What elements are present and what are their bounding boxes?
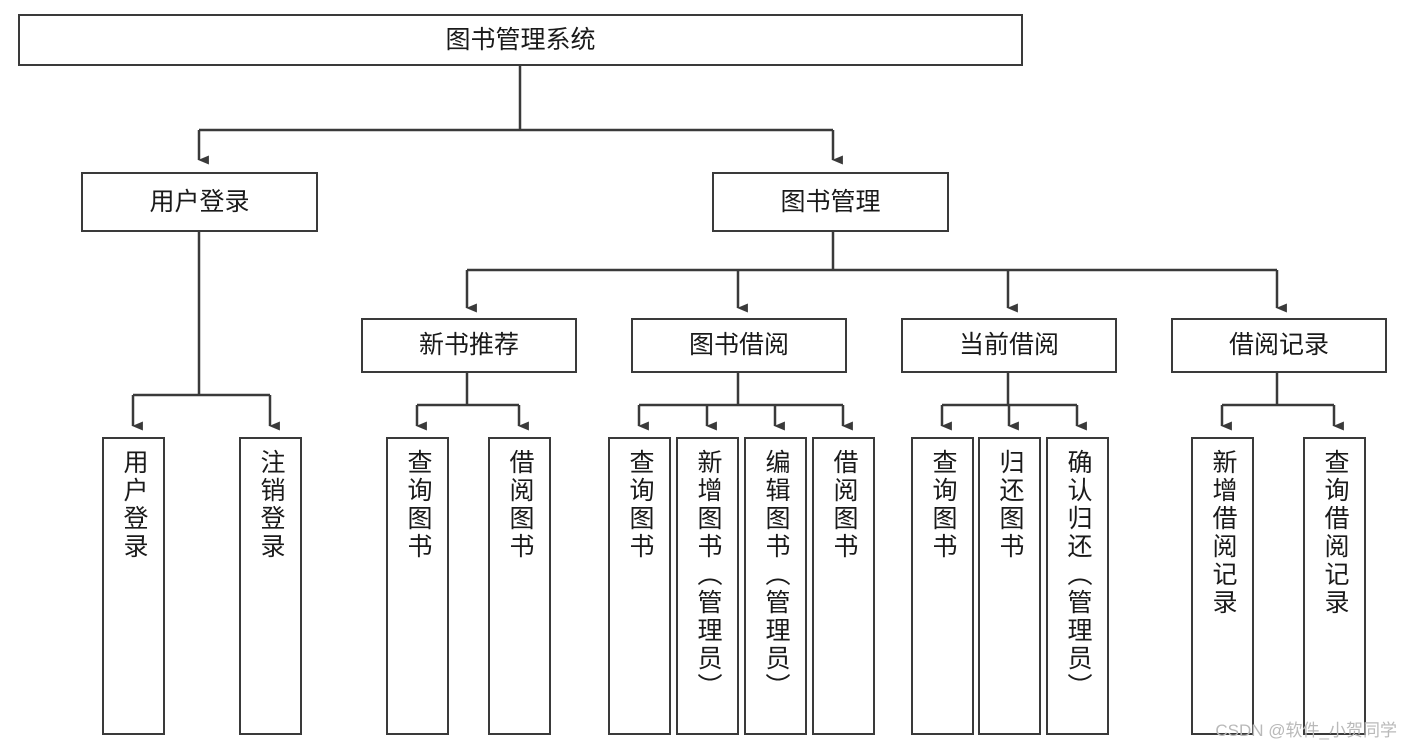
leaf-new-book-borrow[interactable]: 借阅图书 [488,437,551,735]
leaf-user-login-login[interactable]: 用户登录 [102,437,165,735]
node-label: 查询借阅记录 [1321,449,1349,617]
node-new-book-recommend[interactable]: 新书推荐 [361,318,577,373]
node-label: 新书推荐 [418,331,519,360]
node-user-login[interactable]: 用户登录 [81,172,318,232]
node-label: 确认归还（管理员） [1064,449,1092,701]
leaf-current-borrow-confirm-return[interactable]: 确认归还（管理员） [1046,437,1109,735]
node-book-borrow[interactable]: 图书借阅 [631,318,847,373]
leaf-book-borrow-query[interactable]: 查询图书 [608,437,671,735]
node-label: 图书借阅 [688,331,789,360]
leaf-book-borrow-edit[interactable]: 编辑图书（管理员） [744,437,807,735]
node-label: 查询图书 [404,449,432,561]
node-label: 编辑图书（管理员） [762,449,790,701]
leaf-borrow-record-add[interactable]: 新增借阅记录 [1191,437,1254,735]
node-root-system[interactable]: 图书管理系统 [18,14,1023,66]
node-label: 查询图书 [929,449,957,561]
node-label: 新增借阅记录 [1209,449,1237,617]
node-label: 借阅图书 [830,449,858,561]
leaf-book-borrow-add[interactable]: 新增图书（管理员） [676,437,739,735]
node-book-management[interactable]: 图书管理 [712,172,949,232]
node-current-borrow[interactable]: 当前借阅 [901,318,1117,373]
leaf-borrow-record-query[interactable]: 查询借阅记录 [1303,437,1366,735]
node-label: 借阅记录 [1228,331,1329,360]
node-label: 新增图书（管理员） [694,449,722,701]
node-label: 用户登录 [149,187,250,216]
leaf-current-borrow-return[interactable]: 归还图书 [978,437,1041,735]
node-label: 借阅图书 [506,449,534,561]
node-borrow-record[interactable]: 借阅记录 [1171,318,1387,373]
node-label: 图书管理系统 [445,25,596,54]
node-label: 用户登录 [120,449,148,561]
node-label: 图书管理 [780,187,881,216]
leaf-new-book-query[interactable]: 查询图书 [386,437,449,735]
leaf-current-borrow-query[interactable]: 查询图书 [911,437,974,735]
leaf-user-login-logout[interactable]: 注销登录 [239,437,302,735]
node-label: 当前借阅 [958,331,1059,360]
node-label: 查询图书 [626,449,654,561]
node-label: 注销登录 [257,449,285,561]
node-label: 归还图书 [996,449,1024,561]
watermark: CSDN @软件_小贺同学 [1215,721,1397,740]
leaf-book-borrow-borrow[interactable]: 借阅图书 [812,437,875,735]
